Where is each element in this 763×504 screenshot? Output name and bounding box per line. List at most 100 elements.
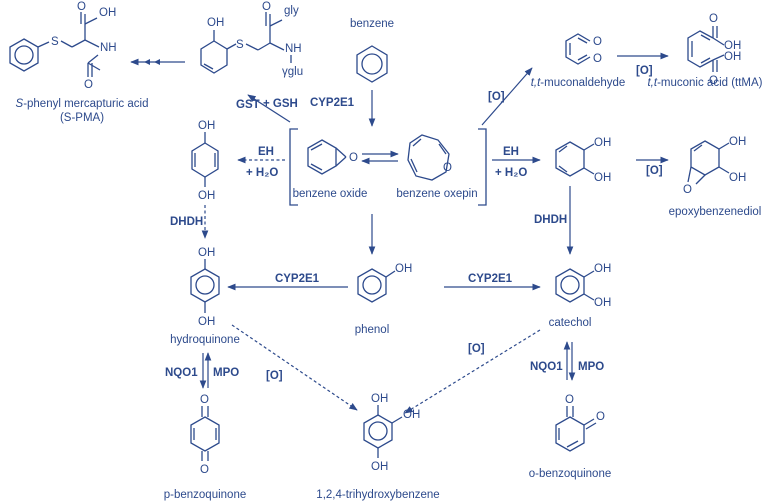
- label-p-benzoquinone: p-benzoquinone: [164, 489, 247, 501]
- atom-oh-muconic-top: OH: [724, 40, 741, 52]
- enzyme-eh-right: EH: [503, 146, 519, 158]
- atom-oh-dhd-bottom: OH: [198, 190, 215, 202]
- label-spma: S-phenyl mercapturic acid: [16, 98, 149, 110]
- atom-o-epoxy: O: [683, 184, 692, 196]
- atom-oh-dhd-top: OH: [198, 120, 215, 132]
- atom-oh-phenol: OH: [395, 263, 412, 275]
- atom-o-muconic-bottom: O: [709, 75, 718, 87]
- atom-oh-catechol-bottom: OH: [594, 297, 611, 309]
- atom-oh-epoxy-bottom: OH: [729, 172, 746, 184]
- arrow-hq-to-thb: [231, 324, 358, 411]
- enzyme-cyp2e1-top: CYP2E1: [310, 97, 355, 109]
- atom-o-mucald-bottom: O: [593, 53, 602, 65]
- oxidation-right: [O]: [468, 343, 485, 355]
- arrow-oxide-to-gsh-conjugate: [247, 94, 291, 123]
- atom-o-gly: O: [262, 1, 271, 13]
- phenol-structure: OH: [357, 263, 412, 303]
- atom-oh-epoxy-top: OH: [729, 136, 746, 148]
- cofactor-h2o-right: + H₂O: [495, 167, 527, 179]
- label-benzene-oxepin: benzene oxepin: [396, 188, 477, 200]
- atom-oh-hq-bottom: OH: [198, 316, 215, 328]
- dihydrodiol-right-structure: OH OH: [555, 137, 611, 184]
- atom-s-spma: S: [51, 36, 59, 48]
- label-spma-italic: S: [16, 98, 24, 110]
- benzene-structure: [356, 45, 388, 83]
- o-benzoquinone-structure: O O: [555, 394, 605, 452]
- label-phenol: phenol: [355, 324, 390, 336]
- bracket-left: [289, 128, 298, 206]
- oxidation-top: [O]: [488, 91, 505, 103]
- atom-oh-muconic-bottom: OH: [724, 51, 741, 63]
- hydroquinone-structure: OH OH: [190, 247, 220, 328]
- atom-s-gsh: S: [236, 39, 244, 51]
- oxidation-muconic: [O]: [636, 65, 653, 77]
- benzene-oxepin-structure: O: [407, 134, 452, 181]
- label-trihydroxybenzene: 1,2,4-trihydroxybenzene: [316, 489, 439, 501]
- catechol-structure: OH OH: [555, 263, 611, 309]
- atom-gamma-glu: γglu: [282, 66, 303, 78]
- epoxybenzenediol-structure: OH OH O: [683, 136, 746, 196]
- atom-oh-thb-right: OH: [403, 409, 420, 421]
- atom-o-muconic-top: O: [709, 13, 718, 25]
- atom-o-epoxide: O: [349, 152, 358, 164]
- cofactor-h2o-left: + H₂O: [246, 167, 278, 179]
- arrow-catechol-to-thb: [404, 329, 541, 414]
- atom-oh-catechol-top: OH: [594, 263, 611, 275]
- label-muconic-acid: t,t-muconic acid (ttMA): [647, 77, 762, 89]
- enzyme-mpo-left: MPO: [213, 367, 239, 379]
- atom-o-pbq-bottom: O: [200, 464, 209, 476]
- label-spma-abbr: (S-PMA): [60, 112, 104, 124]
- atom-oh-gsh: OH: [207, 17, 224, 29]
- bracket-right: [478, 128, 487, 206]
- atom-oh-thb-bottom: OH: [371, 461, 388, 473]
- muconaldehyde-structure: O O: [565, 33, 602, 65]
- enzyme-gst: GST: [236, 99, 260, 111]
- enzyme-eh-left: EH: [258, 146, 274, 158]
- arrow-oxepin-to-muconaldehyde: [481, 67, 533, 126]
- enzyme-dhdh-right: DHDH: [534, 214, 567, 226]
- atom-oh-dhd-right-bottom: OH: [594, 172, 611, 184]
- atom-oh-dhd-right-top: OH: [594, 137, 611, 149]
- enzyme-cyp2e1-right: CYP2E1: [468, 273, 513, 285]
- benzene-oxide-structure: O: [307, 139, 358, 175]
- cofactor-gsh: + GSH: [263, 98, 298, 110]
- gsh-conjugate-structure: OH S O gly NH γglu: [200, 1, 303, 78]
- oxidation-left: [O]: [266, 370, 283, 382]
- label-mucald-italic: t,t: [531, 77, 541, 89]
- trihydroxybenzene-structure: OH OH OH: [363, 393, 420, 473]
- label-benzene: benzene: [350, 18, 394, 30]
- enzyme-nqo1-right: NQO1: [530, 361, 563, 373]
- enzyme-nqo1-left: NQO1: [165, 367, 198, 379]
- label-benzene-oxide: benzene oxide: [293, 188, 368, 200]
- atom-o-mucald-top: O: [593, 36, 602, 48]
- label-muconaldehyde: t,t-muconaldehyde: [531, 77, 626, 89]
- label-muconic-italic: t,t: [647, 77, 657, 89]
- enzyme-cyp2e1-left: CYP2E1: [275, 273, 320, 285]
- p-benzoquinone-structure: O O: [190, 394, 220, 476]
- atom-o-pbq-top: O: [200, 394, 209, 406]
- oxidation-epoxy: [O]: [646, 165, 663, 177]
- atom-o-oxepin: O: [443, 162, 452, 174]
- label-mucald-rest: -muconaldehyde: [540, 77, 625, 89]
- label-hydroquinone: hydroquinone: [170, 334, 240, 346]
- label-catechol: catechol: [549, 317, 592, 329]
- atom-o-spma: O: [77, 1, 86, 13]
- atom-o-obq-top: O: [565, 394, 574, 406]
- arrow-multistep-heads: [144, 59, 160, 65]
- atom-o-amide: O: [84, 79, 93, 91]
- atom-nh-spma: NH: [100, 42, 117, 54]
- label-muconic-rest: -muconic acid (ttMA): [657, 77, 763, 89]
- enzyme-mpo-right: MPO: [578, 361, 604, 373]
- muconic-acid-structure: O OH OH O: [687, 13, 741, 87]
- dihydrodiol-left-structure: OH OH: [191, 120, 219, 202]
- atom-nh-gsh: NH: [285, 43, 302, 55]
- atom-oh-spma: OH: [99, 7, 116, 19]
- atom-gly: gly: [284, 5, 299, 17]
- atom-oh-thb-top: OH: [371, 393, 388, 405]
- label-epoxybenzenediol: epoxybenzenediol: [669, 206, 762, 218]
- label-spma-rest: -phenyl mercapturic acid: [23, 98, 148, 110]
- spma-structure: S O OH NH O: [9, 1, 117, 91]
- label-o-benzoquinone: o-benzoquinone: [529, 468, 612, 480]
